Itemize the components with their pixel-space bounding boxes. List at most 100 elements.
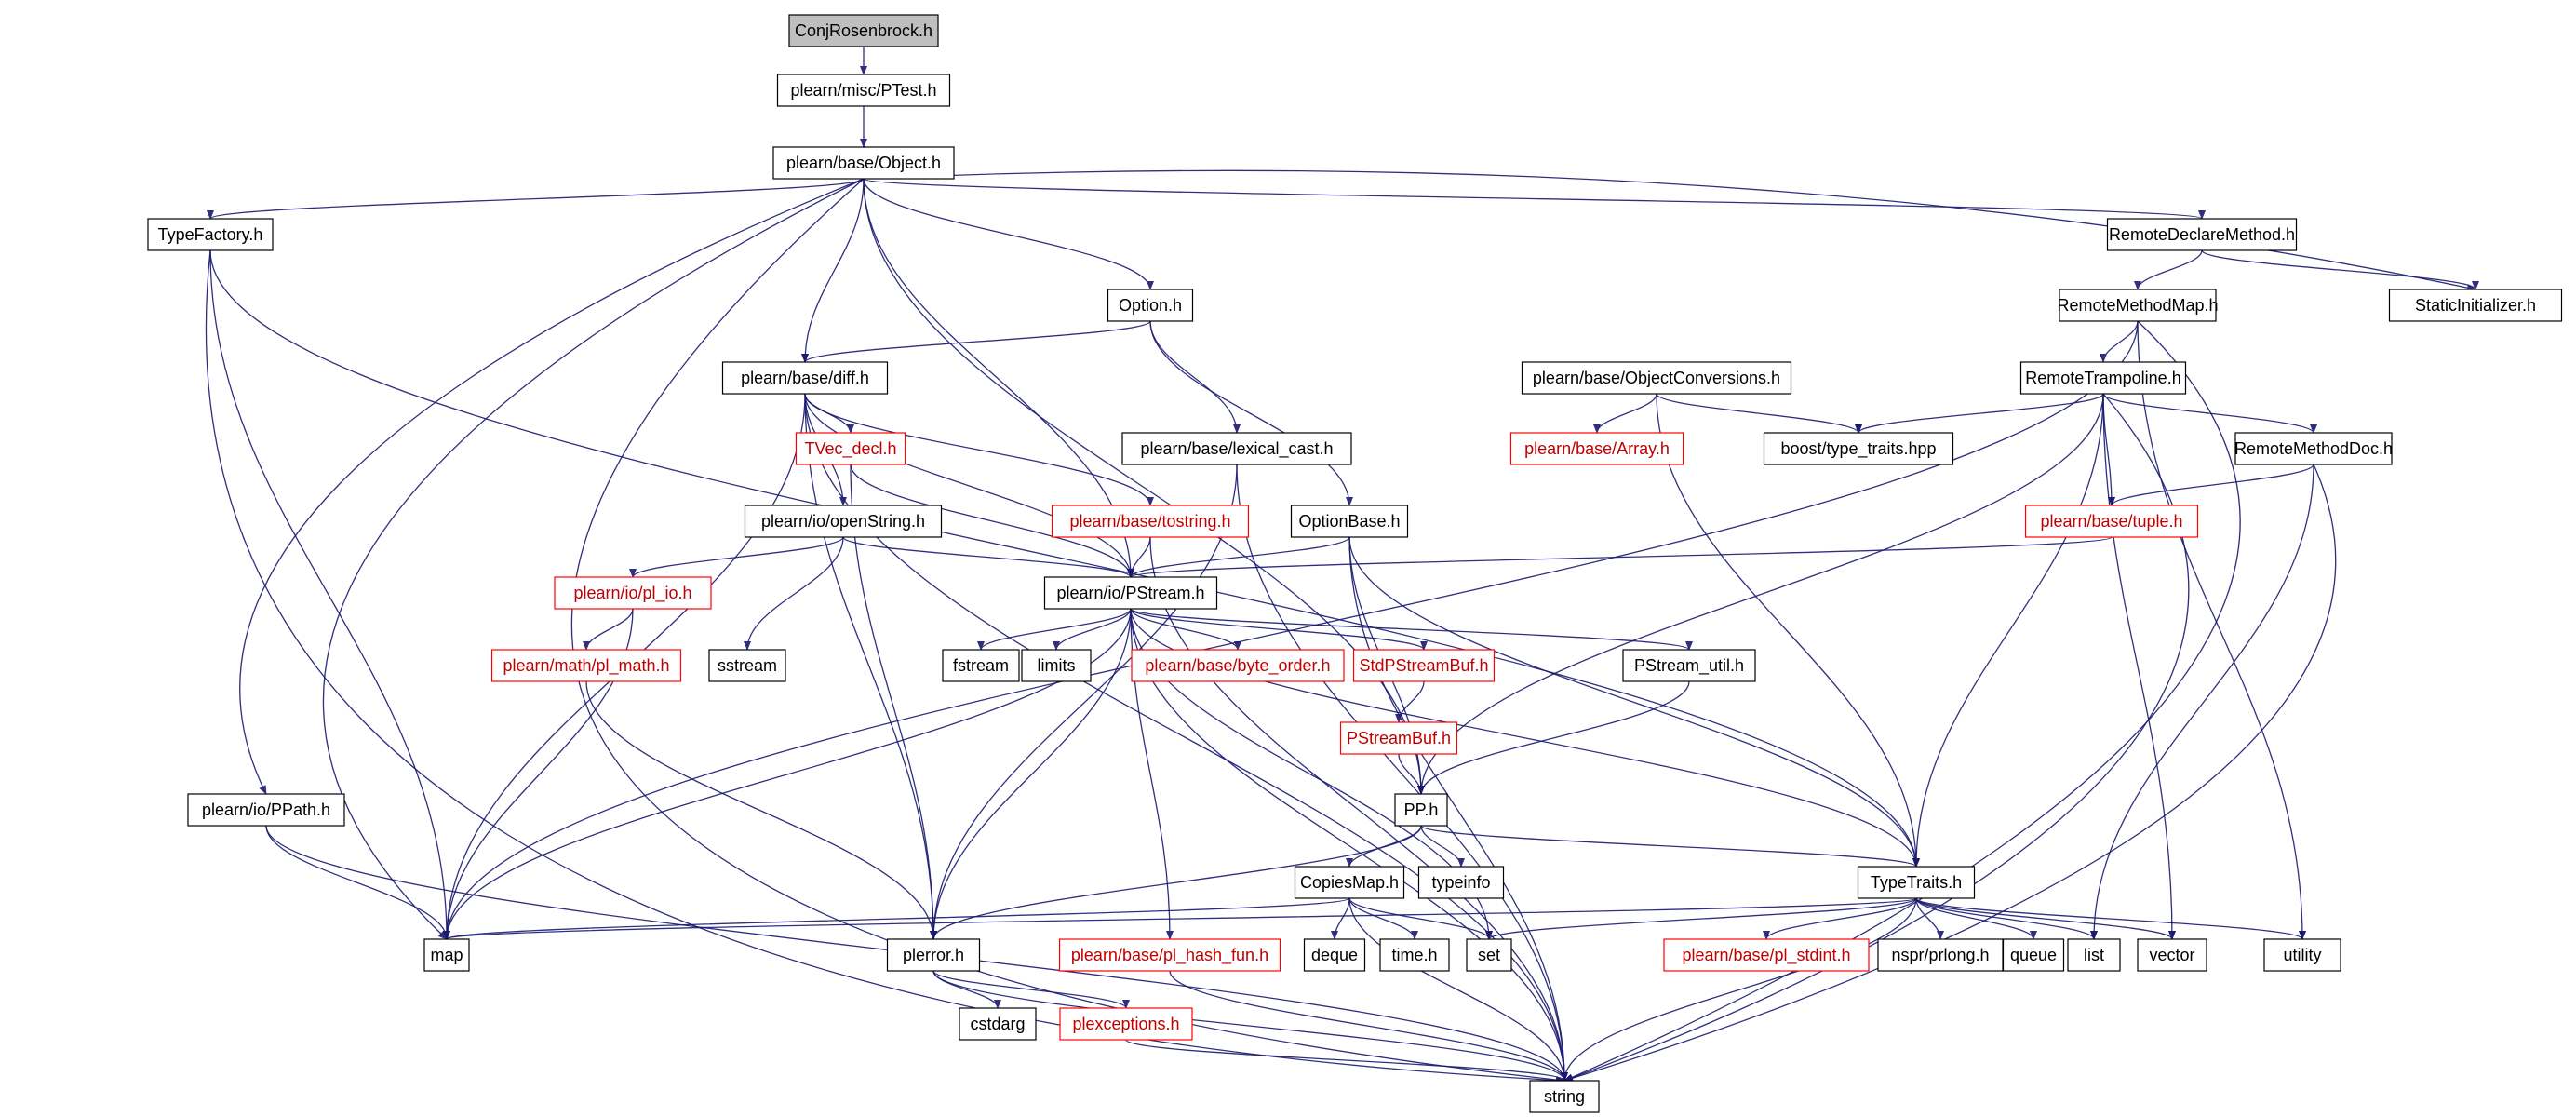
graph-edge-n2-n3 — [207, 178, 865, 220]
node-box — [1417, 866, 1505, 899]
node-box — [942, 649, 1020, 682]
graph-node-tvec-decl-h[interactable]: TVec_decl.h — [795, 432, 906, 465]
node-box — [2002, 938, 2065, 972]
node-label: plearn/base/Array.h — [1524, 439, 1670, 458]
node-label: ConjRosenbrock.h — [795, 21, 932, 40]
graph-node-remotedeclaremethod-h[interactable]: RemoteDeclareMethod.h — [2106, 218, 2298, 251]
graph-node-limits[interactable]: limits — [1021, 649, 1092, 682]
graph-edge-n17-n49 — [1149, 536, 1568, 1082]
graph-edge-n34-n45 — [1915, 897, 2176, 940]
graph-node-plearn-base-object-h[interactable]: plearn/base/Object.h — [772, 146, 955, 180]
node-box — [1043, 576, 1218, 610]
graph-edge-n10-n45 — [2102, 393, 2176, 940]
node-box — [1121, 432, 1352, 465]
graph-node-cstdarg[interactable]: cstdarg — [959, 1007, 1037, 1041]
graph-node-stdpstreambuf-h[interactable]: StdPStreamBuf.h — [1352, 649, 1496, 682]
node-box — [959, 1007, 1037, 1041]
graph-node-option-h[interactable]: Option.h — [1107, 289, 1194, 322]
graph-node-plearn-base-tostring-h[interactable]: plearn/base/tostring.h — [1051, 505, 1250, 538]
graph-edge-n5-n12 — [1149, 320, 1241, 434]
node-box — [795, 432, 906, 465]
graph-edge-n3-n34 — [209, 249, 1920, 868]
graph-node-typefactory-h[interactable]: TypeFactory.h — [147, 218, 274, 251]
graph-edge-n5-n18 — [1149, 320, 1353, 506]
graph-node-queue[interactable]: queue — [2002, 938, 2065, 972]
graph-node-plearn-base-pl-hash-fun-h[interactable]: plearn/base/pl_hash_fun.h — [1058, 938, 1281, 972]
graph-edge-n18-n34 — [1348, 536, 1920, 868]
graph-node-string[interactable]: string — [1529, 1080, 1600, 1113]
graph-node-plearn-base-byte-order-h[interactable]: plearn/base/byte_order.h — [1131, 649, 1345, 682]
graph-node-sstream[interactable]: sstream — [708, 649, 786, 682]
graph-node-pstream-util-h[interactable]: PStream_util.h — [1622, 649, 1756, 682]
graph-node-plearn-misc-ptest-h[interactable]: plearn/misc/PTest.h — [776, 74, 951, 107]
node-label: list — [2084, 946, 2104, 964]
graph-node-pp-h[interactable]: PP.h — [1394, 793, 1448, 827]
graph-edge-n10-n31 — [1417, 393, 2104, 795]
graph-node-typeinfo[interactable]: typeinfo — [1417, 866, 1505, 899]
graph-edge-n21-n36 — [930, 608, 1132, 940]
graph-node-utility[interactable]: utility — [2263, 938, 2341, 972]
graph-node-optionbase-h[interactable]: OptionBase.h — [1290, 505, 1409, 538]
graph-node-deque[interactable]: deque — [1303, 938, 1366, 972]
graph-edge-n34-n44 — [1915, 897, 2098, 940]
graph-node-plearn-io-pl-io-h[interactable]: plearn/io/pl_io.h — [554, 576, 712, 610]
graph-node-remotemethodmap-h[interactable]: RemoteMethodMap.h — [2057, 289, 2219, 322]
graph-node-plearn-base-diff-h[interactable]: plearn/base/diff.h — [721, 361, 889, 395]
node-box — [1529, 1080, 1600, 1113]
node-label: fstream — [953, 656, 1009, 675]
graph-node-plearn-base-pl-stdint-h[interactable]: plearn/base/pl_stdint.h — [1663, 938, 1870, 972]
node-box — [1059, 1007, 1193, 1041]
node-label: RemoteMethodDoc.h — [2234, 439, 2393, 458]
graph-node-copiesmap-h[interactable]: CopiesMap.h — [1294, 866, 1405, 899]
graph-edge-n32-n38 — [1331, 897, 1350, 940]
node-box — [2019, 361, 2187, 395]
graph-node-plearn-base-tuple-h[interactable]: plearn/base/tuple.h — [2024, 505, 2199, 538]
graph-edge-n15-n44 — [2090, 464, 2314, 940]
graph-node-pstreambuf-h[interactable]: PStreamBuf.h — [1339, 721, 1458, 755]
graph-edge-n32-n49 — [1348, 897, 1568, 1082]
node-label: CopiesMap.h — [1300, 873, 1399, 892]
graph-node-plearn-base-array-h[interactable]: plearn/base/Array.h — [1509, 432, 1684, 465]
graph-node-plerror-h[interactable]: plerror.h — [886, 938, 981, 972]
graph-node-nspr-prlong-h[interactable]: nspr/prlong.h — [1877, 938, 2004, 972]
node-box — [2024, 505, 2199, 538]
graph-node-typetraits-h[interactable]: TypeTraits.h — [1857, 866, 1976, 899]
node-label: plearn/base/lexical_cast.h — [1140, 439, 1333, 459]
node-label: RemoteMethodMap.h — [2057, 296, 2218, 315]
graph-edge-n21-n28 — [1130, 608, 1693, 651]
node-box — [2106, 218, 2298, 251]
graph-node-map[interactable]: map — [423, 938, 470, 972]
graph-node-boost-type-traits-hpp[interactable]: boost/type_traits.hpp — [1763, 432, 1954, 465]
graph-node-list[interactable]: list — [2067, 938, 2121, 972]
node-box — [187, 793, 345, 827]
graph-node-set[interactable]: set — [1466, 938, 1512, 972]
node-label: plexceptions.h — [1072, 1015, 1179, 1033]
node-label: vector — [2149, 946, 2194, 964]
graph-node-plearn-base-objectconversions-h[interactable]: plearn/base/ObjectConversions.h — [1521, 361, 1792, 395]
graph-edge-n16-n20 — [629, 536, 844, 578]
graph-node-staticinitializer-h[interactable]: StaticInitializer.h — [2388, 289, 2563, 322]
graph-node-fstream[interactable]: fstream — [942, 649, 1020, 682]
graph-node-remotemethoddoc-h[interactable]: RemoteMethodDoc.h — [2234, 432, 2393, 465]
graph-node-plearn-base-lexical-cast-h[interactable]: plearn/base/lexical_cast.h — [1121, 432, 1352, 465]
graph-node-plearn-io-openstring-h[interactable]: plearn/io/openString.h — [744, 505, 943, 538]
node-box — [490, 649, 682, 682]
graph-node-plearn-io-ppath-h[interactable]: plearn/io/PPath.h — [187, 793, 345, 827]
graph-edge-n9-n14 — [1656, 393, 1862, 434]
graph-edge-n32-n40 — [1348, 897, 1493, 940]
graph-node-time-h[interactable]: time.h — [1379, 938, 1450, 972]
graph-node-conjrosenbrock-h[interactable]: ConjRosenbrock.h — [788, 14, 939, 47]
graph-edge-n2-n8 — [801, 178, 865, 363]
graph-edge-n21-n26 — [1130, 608, 1241, 651]
graph-node-remotetrampoline-h[interactable]: RemoteTrampoline.h — [2019, 361, 2187, 395]
graph-node-vector[interactable]: vector — [2137, 938, 2207, 972]
node-label: plearn/base/Object.h — [786, 154, 941, 172]
graph-node-plearn-math-pl-math-h[interactable]: plearn/math/pl_math.h — [490, 649, 682, 682]
node-label: plearn/base/diff.h — [741, 369, 869, 387]
node-label: utility — [2283, 946, 2321, 964]
graph-edge-n9-n13 — [1593, 393, 1657, 434]
graph-node-plexceptions-h[interactable]: plexceptions.h — [1059, 1007, 1193, 1041]
graph-node-plearn-io-pstream-h[interactable]: plearn/io/PStream.h — [1043, 576, 1218, 610]
